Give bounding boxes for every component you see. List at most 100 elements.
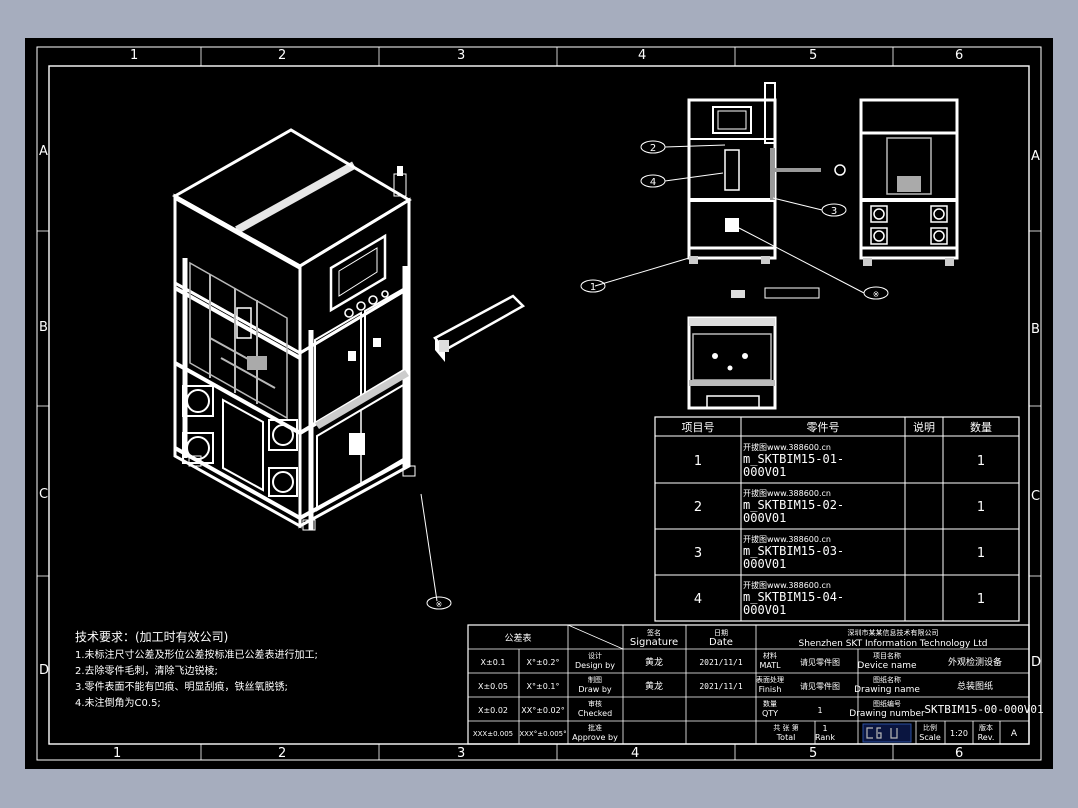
zone-top-6: 6 — [955, 48, 963, 63]
tol-angular-1: X°±0.2° — [527, 658, 560, 667]
zone-bottom-6: 6 — [955, 746, 963, 761]
scale-en: Scale — [919, 733, 941, 742]
company-logo — [862, 723, 912, 743]
company-name-cn: 深圳市某某信息技术有限公司 — [848, 628, 939, 637]
role-checked-en: Checked — [578, 709, 612, 718]
drawing-number-value: SKTBIM15-00-000V01 — [924, 703, 1043, 716]
signature-en: Signature — [630, 637, 678, 648]
total-en: Total — [776, 733, 796, 742]
bom-row: 3 开拔图www.388600.cn m_SKTBIM15-03- 000V01… — [694, 534, 985, 571]
tol-header: 公差表 — [504, 632, 531, 644]
zone-right-c: C — [1031, 489, 1040, 504]
role-design-en: Design by — [575, 661, 615, 670]
bom-header-desc: 说明 — [913, 420, 935, 434]
zone-left-b: B — [39, 320, 48, 335]
title-block: 公差表 X±0.1 X°±0.2° X±0.05 X°±0.1° X±0.02 … — [467, 624, 1044, 745]
bom-item-number: 2 — [694, 500, 702, 515]
role-draw-en: Draw by — [578, 685, 612, 694]
top-view — [687, 287, 820, 410]
zone-top-4: 4 — [638, 48, 646, 63]
notes-line-4: 4.未注倒角为C0.5; — [75, 696, 161, 709]
zone-top-3: 3 — [457, 48, 465, 63]
bom-qty: 1 — [977, 500, 985, 515]
zone-left-d: D — [39, 663, 49, 678]
role-design-cn: 设计 — [588, 651, 602, 660]
callout-2: 2 — [650, 143, 656, 154]
drawing-name-cn: 图纸名称 — [873, 675, 901, 684]
date-cn: 日期 — [714, 629, 728, 637]
matl-cn: 材料 — [763, 651, 777, 660]
signature-cn: 签名 — [647, 628, 661, 637]
drawing-sheet: 1 2 3 4 5 6 1 2 3 4 5 6 A B C D A B C D — [25, 38, 1053, 769]
bom-part-line3: 000V01 — [743, 557, 786, 571]
drawing-name-en: Drawing name — [854, 685, 920, 695]
notes-line-2: 2.去除零件毛刺，清除飞边锐棱; — [75, 664, 218, 677]
bom-part-line1: 开拔图www.388600.cn — [743, 442, 831, 452]
date-en: Date — [709, 637, 733, 648]
qty-value: 1 — [817, 706, 822, 715]
zone-bottom-4: 4 — [631, 746, 639, 761]
notes-line-3: 3.零件表面不能有凹痕、明显刮痕，铁丝氧脱锈; — [75, 680, 288, 693]
drawing-number-cn: 图纸编号 — [873, 699, 901, 708]
front-view — [687, 82, 846, 264]
bom-part-line2: m_SKTBIM15-01- — [743, 452, 844, 466]
zone-right-a: A — [1031, 149, 1040, 164]
bom-part-line2: m_SKTBIM15-03- — [743, 544, 844, 558]
qty-cn: 数量 — [763, 699, 777, 708]
bom-header-part: 零件号 — [807, 421, 840, 434]
matl-value: 请见零件图 — [800, 657, 840, 667]
callouts: 2 4 3 1 ※ ※ — [420, 140, 889, 610]
design-date: 2021/11/1 — [699, 658, 743, 667]
bom-header-item: 项目号 — [682, 421, 715, 434]
side-view — [859, 98, 959, 266]
finish-en: Finish — [759, 685, 782, 694]
drawing-number-en: Drawing number — [849, 709, 925, 719]
draw-date: 2021/11/1 — [699, 682, 743, 691]
drawing-name-value: 总装图纸 — [957, 680, 993, 692]
bom-part-line1: 开拔图www.388600.cn — [743, 488, 831, 498]
role-approve-en: Approve by — [572, 733, 618, 742]
bom-row: 1 开拔图www.388600.cn m_SKTBIM15-01- 000V01… — [694, 442, 985, 479]
finish-cn: 表面处理 — [756, 675, 784, 684]
tol-linear-3: X±0.02 — [478, 706, 508, 715]
zone-left-c: C — [39, 487, 48, 502]
zone-bottom-3: 3 — [457, 746, 465, 761]
tol-angular-2: X°±0.1° — [527, 682, 560, 691]
role-approve-cn: 批准 — [588, 723, 602, 732]
device-name-en: Device name — [857, 661, 917, 671]
company-name-en: Shenzhen SKT Information Technology Ltd — [799, 639, 988, 649]
bom-item-number: 3 — [694, 546, 702, 561]
scale-cn: 比例 — [923, 723, 937, 732]
zone-top-1: 1 — [130, 48, 138, 63]
callout-3: 3 — [831, 206, 837, 217]
device-name-value: 外观检测设备 — [948, 656, 1002, 668]
bom-part-line3: 000V01 — [743, 603, 786, 617]
bom-qty: 1 — [977, 454, 985, 469]
designer-name: 黄龙 — [645, 656, 663, 668]
role-checked-cn: 审核 — [588, 699, 602, 708]
scale-value: 1:20 — [950, 729, 968, 738]
bom-row: 4 开拔图www.388600.cn m_SKTBIM15-04- 000V01… — [694, 580, 985, 617]
rev-cn: 版本 — [979, 723, 993, 732]
isometric-machine-view — [171, 128, 526, 531]
total-value: 1 — [822, 724, 827, 733]
tol-angular-3: XX°±0.02° — [521, 706, 564, 715]
qty-en: QTY — [762, 709, 778, 718]
bom-part-line2: m_SKTBIM15-04- — [743, 590, 844, 604]
bom-item-number: 1 — [694, 454, 702, 469]
bom-row: 2 开拔图www.388600.cn m_SKTBIM15-02- 000V01… — [694, 488, 985, 525]
rank-en: Rank — [815, 733, 835, 742]
bom-qty: 1 — [977, 592, 985, 607]
tol-linear-1: X±0.1 — [481, 658, 506, 667]
zone-right-d: D — [1031, 655, 1041, 670]
callout-mark-b: ※ — [436, 600, 443, 609]
callout-mark-a: ※ — [873, 290, 880, 299]
zone-bottom-1: 1 — [113, 746, 121, 761]
total-cn: 共 张 第 — [773, 723, 798, 732]
tol-linear-2: X±0.05 — [478, 682, 508, 691]
zone-bottom-2: 2 — [278, 746, 286, 761]
bom-item-number: 4 — [694, 592, 702, 607]
tol-linear-4: XXX±0.005 — [473, 730, 513, 738]
technical-notes: 技术要求：(加工时有效公司) 1.未标注尺寸公差及形位公差按标准已公差表进行加工… — [75, 629, 318, 709]
notes-line-1: 1.未标注尺寸公差及形位公差按标准已公差表进行加工; — [75, 648, 318, 661]
